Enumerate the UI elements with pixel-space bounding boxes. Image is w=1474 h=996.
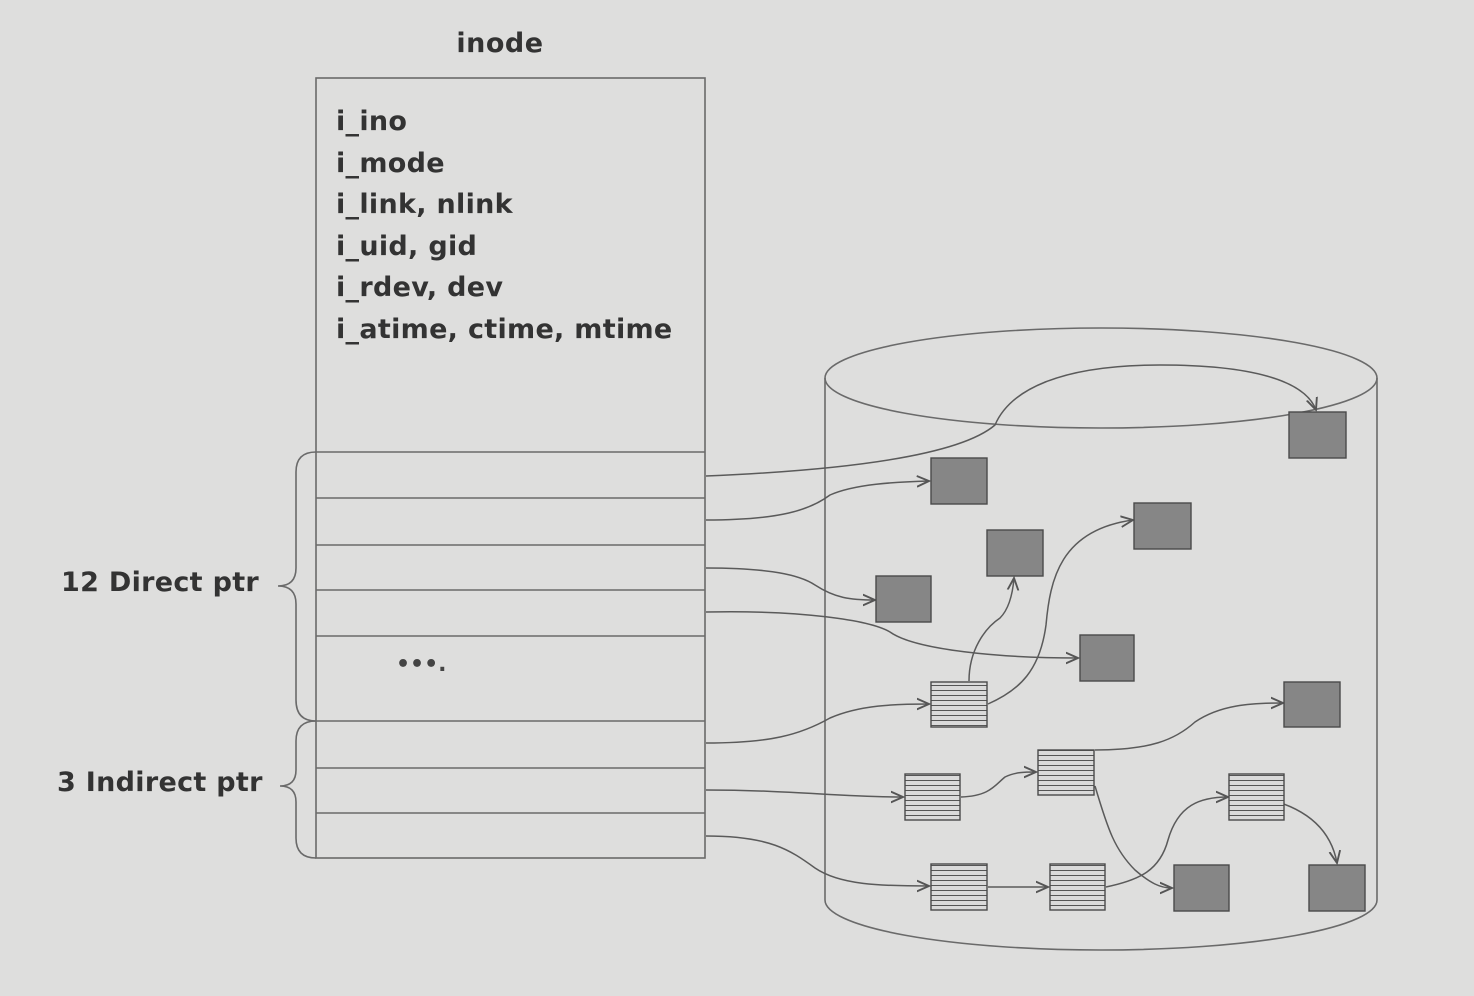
inode-field: i_link, nlink [336,189,513,220]
data-block [1173,864,1230,912]
index-block [1049,863,1106,911]
data-block [875,575,932,623]
disk-bottom [824,899,1378,951]
inode-field: i_ino [336,106,408,137]
index-block [904,773,961,821]
direct-ptr-brace [277,451,317,722]
indirect-ptr-1-arrow [705,704,929,744]
inode-field: i_rdev, dev [336,272,504,303]
data-block [930,457,988,505]
inode-table [315,77,706,859]
data-block [1283,681,1341,728]
indirect-ptr-3-arrow [705,835,929,886]
index-link-arrow [1094,785,1172,888]
index-link-arrow [960,772,1036,798]
index-block [930,681,988,728]
index-block [930,863,988,911]
inode-title: inode [456,28,544,59]
data-block [986,529,1044,577]
index-link-arrow [987,520,1133,705]
inode-box [315,77,706,859]
index-link-arrow [1105,797,1228,888]
direct-ptr-4-arrow [705,611,1078,658]
indirect-ptr-label: 3 Indirect ptr [57,767,263,798]
inode-field-list: i_ino i_mode i_link, nlink i_uid, gid i_… [336,101,673,350]
inode-field: i_uid, gid [336,230,478,262]
data-block [1133,502,1192,550]
data-block [1288,411,1347,459]
indirect-ptr-brace [279,720,317,859]
disk-cylinder [824,327,1378,951]
inode-field: i_atime, ctime, mtime [336,313,673,345]
indirect-ptr-2-arrow [705,789,903,797]
data-block [1079,634,1135,682]
index-link-arrow [968,578,1014,682]
inode-field: i_mode [336,147,445,179]
index-block [1037,749,1095,796]
direct-ptr-2-arrow [705,481,929,521]
index-link-arrow [1094,703,1283,751]
more-pointers-ellipsis: •••. [396,652,447,677]
direct-ptr-label: 12 Direct ptr [61,567,260,598]
index-block [1228,773,1285,821]
data-block [1308,864,1366,912]
direct-ptr-1-arrow [705,364,1316,477]
direct-ptr-3-arrow [705,567,875,600]
